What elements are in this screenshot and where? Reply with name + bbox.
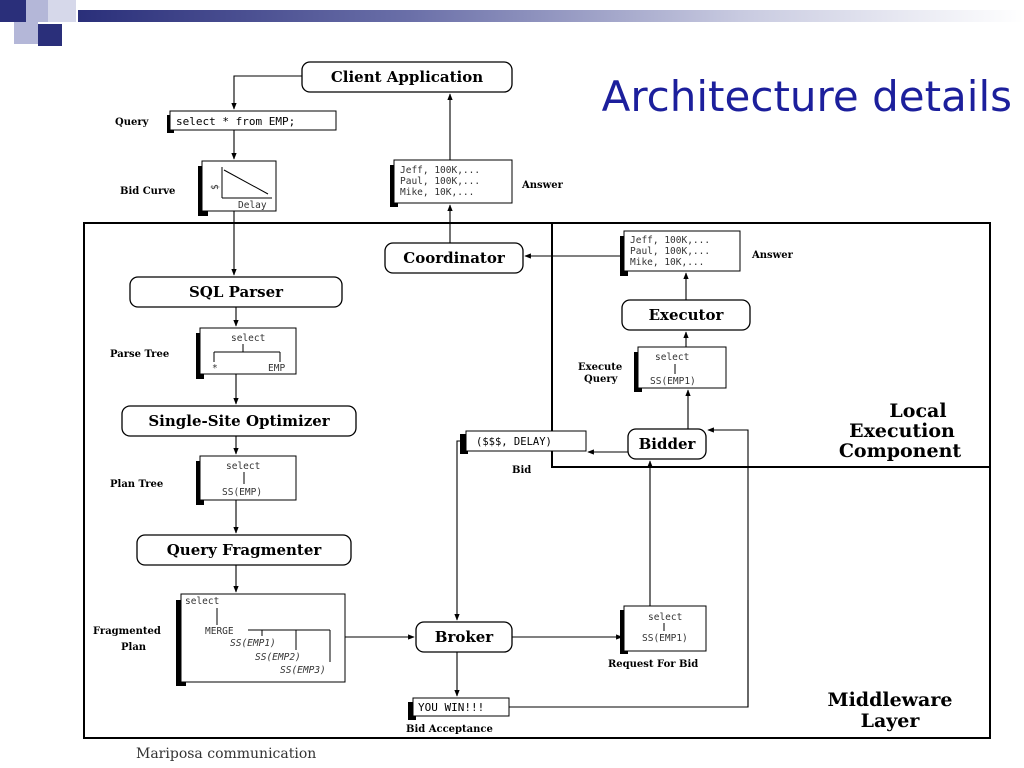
execute-query-label-2: Query xyxy=(584,374,619,385)
client-application-label: Client Application xyxy=(331,68,483,86)
sql-parser-label: SQL Parser xyxy=(189,283,284,301)
fragmented-plan-root: select xyxy=(185,596,219,607)
coordinator-node: Coordinator xyxy=(384,242,524,274)
answer-row: Jeff, 100K,... xyxy=(400,165,480,176)
answer-row: Mike, 10K,... xyxy=(630,257,704,268)
answer-box-top: Jeff, 100K,... Paul, 100K,... Mike, 10K,… xyxy=(390,159,513,207)
arrow-youwin-to-bidder xyxy=(509,427,749,708)
plan-tree-child: SS(EMP) xyxy=(222,487,262,498)
query-text: select * from EMP; xyxy=(176,115,295,128)
request-for-bid-box: select SS(EMP1) xyxy=(620,605,707,654)
bid-curve-x-axis: Delay xyxy=(238,200,267,211)
parse-tree-left: * xyxy=(212,363,218,374)
bid-value: ($$$, DELAY) xyxy=(476,436,552,448)
query-box: select * from EMP; xyxy=(167,110,337,133)
decor-square xyxy=(26,0,48,22)
bid-box: ($$$, DELAY) xyxy=(460,430,587,454)
fragmented-plan-leaf: SS(EMP2) xyxy=(255,652,301,663)
execute-query-root: select xyxy=(655,352,689,363)
request-for-bid-root: select xyxy=(648,612,682,623)
region-label-local-1: Local xyxy=(889,400,946,422)
answer-label-local: Answer xyxy=(751,250,794,261)
parse-tree-label: Parse Tree xyxy=(110,349,169,360)
query-fragmenter-label: Query Fragmenter xyxy=(167,541,323,559)
arrow-bid-to-broker xyxy=(454,440,466,621)
answer-row: Jeff, 100K,... xyxy=(630,235,710,246)
region-label-local-3: Component xyxy=(839,440,962,462)
client-application-node: Client Application xyxy=(301,61,513,93)
decor-square xyxy=(38,24,62,46)
fragmented-plan-label-2: Plan xyxy=(121,642,147,653)
decor-square xyxy=(48,0,76,22)
answer-row: Paul, 100K,... xyxy=(400,176,480,187)
execute-query-box: select SS(EMP1) xyxy=(634,346,727,392)
bid-label: Bid xyxy=(512,465,531,476)
answer-row: Paul, 100K,... xyxy=(630,246,710,257)
middleware-layer-frame xyxy=(83,222,991,739)
decor-square xyxy=(0,0,26,22)
fragmented-plan-merge: MERGE xyxy=(205,626,234,637)
region-label-middleware-2: Layer xyxy=(861,710,921,732)
slide-caption: Mariposa communication xyxy=(136,746,317,762)
fragmented-plan-leaf: SS(EMP3) xyxy=(280,665,326,676)
local-execution-frame xyxy=(551,222,991,468)
you-win-text: YOU WIN!!! xyxy=(418,701,484,714)
region-label-middleware-1: Middleware xyxy=(828,689,953,711)
executor-label: Executor xyxy=(649,306,725,324)
slide-title: Architecture details xyxy=(601,72,1012,121)
request-for-bid-label: Request For Bid xyxy=(608,659,698,670)
bidder-node: Bidder xyxy=(627,428,707,460)
answer-label-top: Answer xyxy=(521,180,564,191)
you-win-box: YOU WIN!!! xyxy=(408,697,510,720)
bid-acceptance-label: Bid Acceptance xyxy=(406,724,493,735)
answer-box-local: Jeff, 100K,... Paul, 100K,... Mike, 10K,… xyxy=(620,230,741,276)
bidder-label: Bidder xyxy=(639,435,697,453)
arrow-client-to-query xyxy=(231,75,302,110)
query-label: Query xyxy=(115,117,150,128)
fragmented-plan-label-1: Fragmented xyxy=(93,626,161,637)
connectors xyxy=(231,75,749,708)
sql-parser-node: SQL Parser xyxy=(129,276,343,308)
executor-node: Executor xyxy=(621,299,751,331)
region-label-local-2: Execution xyxy=(849,420,955,442)
plan-tree-root: select xyxy=(226,461,260,472)
fragmented-plan-box: select MERGE SS(EMP1) SS(EMP2) SS(EMP3) xyxy=(176,593,346,686)
plan-tree-label: Plan Tree xyxy=(110,479,163,490)
single-site-optimizer-node: Single-Site Optimizer xyxy=(121,405,357,437)
broker-label: Broker xyxy=(435,628,495,646)
single-site-optimizer-label: Single-Site Optimizer xyxy=(148,412,330,430)
coordinator-label: Coordinator xyxy=(403,249,506,267)
execute-query-child: SS(EMP1) xyxy=(650,376,696,387)
header-gradient-bar xyxy=(78,10,1024,22)
answer-row: Mike, 10K,... xyxy=(400,187,474,198)
fragmented-plan-leaf: SS(EMP1) xyxy=(230,638,276,649)
plan-tree-box: select SS(EMP) xyxy=(196,455,297,505)
bid-curve-label: Bid Curve xyxy=(120,186,175,197)
execute-query-label-1: Execute xyxy=(578,362,622,373)
slide-header-decoration xyxy=(0,0,1024,50)
bid-curve-box: $ Delay xyxy=(198,160,277,216)
broker-node: Broker xyxy=(415,621,513,653)
parse-tree-root: select xyxy=(231,333,265,344)
request-for-bid-child: SS(EMP1) xyxy=(642,633,688,644)
parse-tree-right: EMP xyxy=(268,363,285,374)
parse-tree-box: select * EMP xyxy=(196,327,297,379)
query-fragmenter-node: Query Fragmenter xyxy=(136,534,352,566)
bid-curve-y-axis: $ xyxy=(210,184,221,190)
decor-square xyxy=(14,22,38,44)
